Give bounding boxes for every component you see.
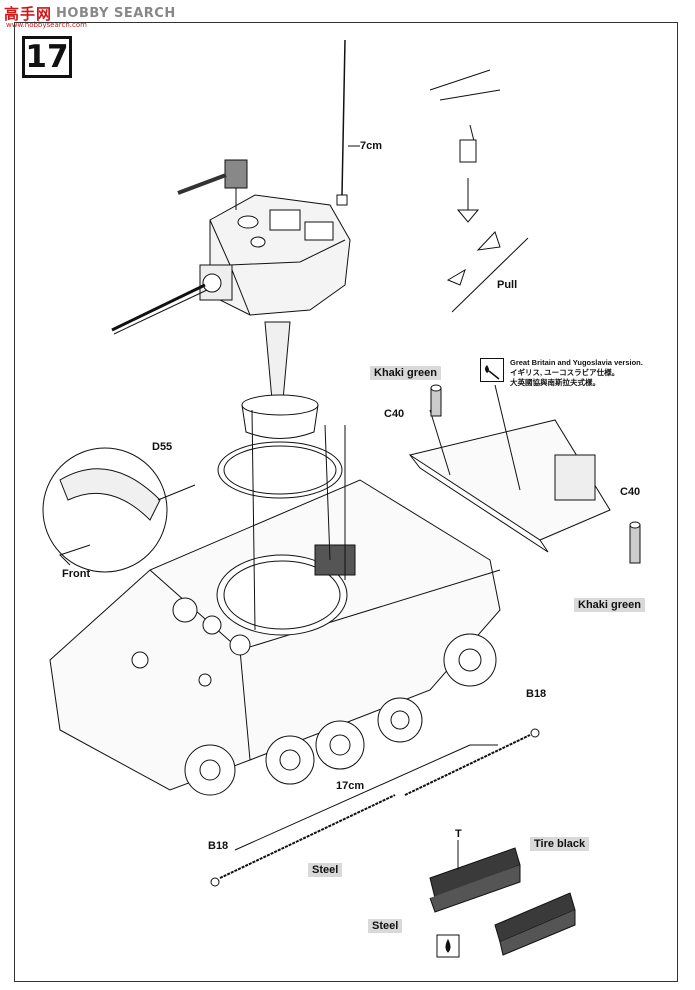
tank-hull xyxy=(49,409,501,791)
part-d55-label: D55 xyxy=(152,441,173,453)
detail-inset xyxy=(42,447,196,573)
c40-left-part xyxy=(430,384,442,417)
front-label: Front xyxy=(62,568,91,580)
track-section-top xyxy=(429,847,521,913)
step-number: 17 xyxy=(22,36,72,78)
antenna-length-label: 7cm xyxy=(360,140,383,152)
antenna-base-sequence xyxy=(429,69,529,313)
track-section-bottom xyxy=(494,892,576,956)
part-b18-right-label: B18 xyxy=(526,688,547,700)
paint-drop-icon xyxy=(436,934,460,958)
antenna xyxy=(336,39,360,206)
road-wheels xyxy=(184,633,497,796)
track-length-label: 17cm xyxy=(336,780,365,792)
watermark-en: HOBBY SEARCH xyxy=(56,5,176,21)
tire-black-tag: Tire black xyxy=(530,837,590,851)
part-c40-left-label: C40 xyxy=(384,408,405,420)
engine-deck xyxy=(408,384,611,553)
tow-cable-lower xyxy=(210,794,396,887)
drop-icon xyxy=(480,358,504,382)
c40-right-part xyxy=(629,521,641,564)
track-marker-label: T xyxy=(455,828,462,840)
khaki-green-tag-right: Khaki green xyxy=(574,598,645,612)
watermark-logo: 高手网 HOBBY SEARCH www.hobbysearch.com xyxy=(4,3,176,30)
turret-ring-tube xyxy=(241,321,319,439)
version-note-jp: イギリス, ユーコスラビア仕様。 xyxy=(510,368,620,377)
version-note-en: Great Britain and Yugoslavia version. xyxy=(510,358,643,367)
part-b18-left-label: B18 xyxy=(208,840,229,852)
part-c40-right-label: C40 xyxy=(620,486,641,498)
page-frame xyxy=(14,22,678,982)
version-note-cn: 大英國協與南斯拉夫式樣。 xyxy=(510,378,600,387)
khaki-green-tag-left: Khaki green xyxy=(370,366,441,380)
steel-tag-middle: Steel xyxy=(308,863,343,877)
turret xyxy=(111,159,351,335)
turret-ring xyxy=(217,441,343,499)
watermark-url: www.hobbysearch.com xyxy=(6,21,87,29)
tow-cable-upper xyxy=(404,728,540,796)
steel-tag-bottom: Steel xyxy=(368,919,403,933)
dimension-lines xyxy=(234,744,471,851)
watermark-cn: 高手网 xyxy=(4,4,53,23)
pull-label: Pull xyxy=(497,279,518,291)
version-note: Great Britain and Yugoslavia version. イギ… xyxy=(510,358,695,388)
